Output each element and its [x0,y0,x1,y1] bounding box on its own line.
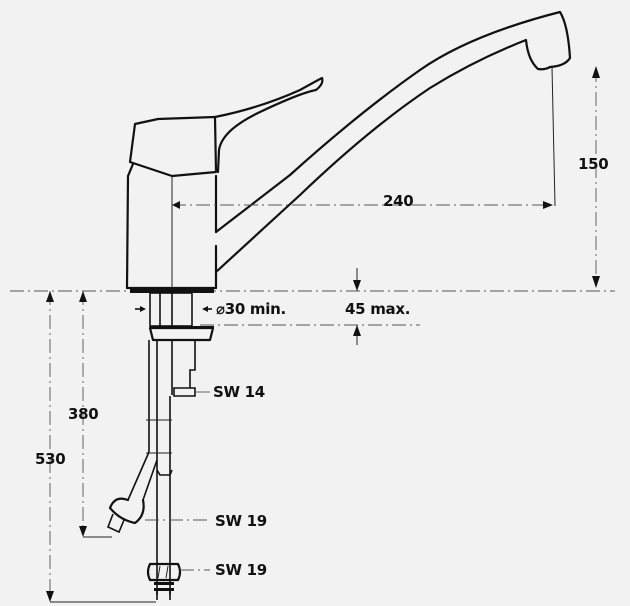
mounting-shank [135,292,215,397]
spout-height-label: 150 [578,155,609,173]
deck-thickness-label: 45 max. [345,300,411,318]
tap-body [125,115,218,293]
connector-wrench-size: SW 19 [215,561,267,579]
hose-fitting-wrench-size: SW 19 [215,512,267,530]
spout [214,10,572,274]
hole-diameter-label: ⌀30 min. [216,300,286,318]
hose-length-label: 380 [68,405,99,423]
total-length-label: 530 [35,450,66,468]
mount-nut-wrench-size: SW 14 [213,383,265,401]
spout-reach-label: 240 [383,192,414,210]
supply-hoses [106,340,182,600]
lever-handle [213,76,324,174]
